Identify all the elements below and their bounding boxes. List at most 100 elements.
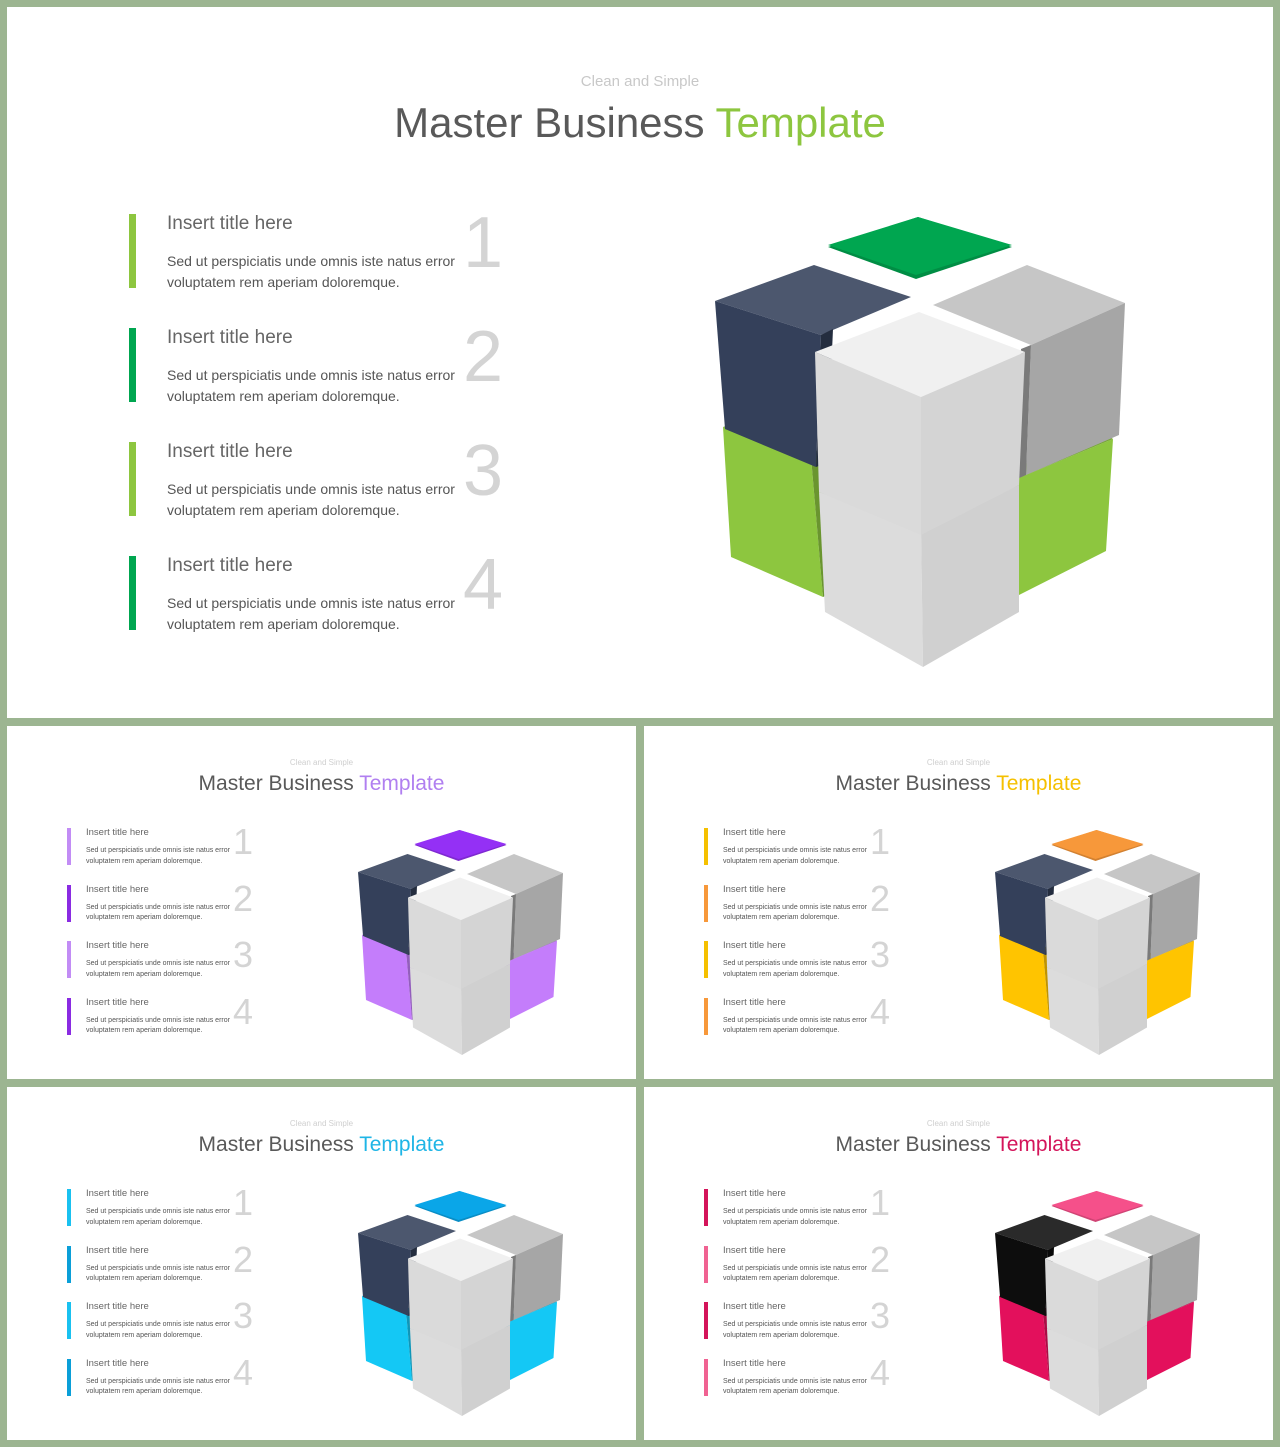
- cube-front-lower-right: [1098, 1325, 1147, 1416]
- accent-bar: [704, 1245, 708, 1283]
- slide-title-main: Master Business: [198, 772, 354, 795]
- cube-front-lower-left: [410, 967, 462, 1055]
- cube-dark-front: [995, 1233, 1048, 1316]
- slide-title-accent: Template: [359, 1133, 445, 1156]
- item-title: Insert title here: [86, 1357, 149, 1369]
- slide-subtitle: Clean and Simple: [926, 1119, 991, 1128]
- item-number: 2: [870, 877, 891, 919]
- item-description: Sed ut perspiciatis unde omnis iste natu…: [723, 847, 867, 865]
- cube-top-tile: [828, 217, 1012, 275]
- cube-front-upper-top: [815, 312, 1025, 397]
- item-description: Sed ut perspiciatis unde omnis iste natu…: [86, 847, 230, 865]
- cube-left-bottom-face: [362, 935, 412, 1020]
- cube-graphic: [358, 1191, 563, 1416]
- item-description: Sed ut perspiciatis unde omnis iste natu…: [86, 1321, 230, 1339]
- slide-title-accent: Template: [359, 772, 445, 795]
- cube-dark-front: [358, 1233, 411, 1316]
- item-number: 3: [463, 431, 504, 511]
- cube-front-upper-top: [408, 1238, 513, 1281]
- cube-graphic: [995, 1191, 1200, 1416]
- item-description: Sed ut perspiciatis unde omnis iste natu…: [167, 253, 455, 290]
- slide-title-main: Master Business: [394, 99, 705, 146]
- item-title: Insert title here: [86, 883, 149, 895]
- cube-gray-top: [467, 1215, 563, 1255]
- accent-bar: [704, 941, 708, 978]
- item-description: Sed ut perspiciatis unde omnis iste natu…: [723, 1321, 867, 1339]
- slide-subtitle: Clean and Simple: [926, 758, 991, 767]
- cube-front-upper-right: [921, 352, 1025, 535]
- accent-bar: [67, 941, 71, 978]
- item-title: Insert title here: [723, 940, 786, 951]
- item-description: Sed ut perspiciatis unde omnis iste natu…: [86, 903, 230, 922]
- item-number: 4: [233, 990, 254, 1032]
- accent-bar: [704, 1189, 708, 1226]
- slide-title-accent: Template: [996, 772, 1082, 795]
- accent-bar: [67, 1302, 71, 1339]
- cube-graphic: [358, 830, 563, 1055]
- cube-dark-top: [358, 1215, 456, 1250]
- item-title: Insert title here: [167, 441, 293, 462]
- cube-front-upper-left: [408, 897, 461, 989]
- item-number: 3: [233, 1295, 254, 1336]
- slide-thumbnail-purple[interactable]: Clean and Simple Master Business Templat…: [7, 726, 636, 1079]
- cube-front-lower-left: [819, 492, 923, 667]
- item-description: Sed ut perspiciatis unde omnis iste natu…: [167, 595, 455, 632]
- item-title: Insert title here: [86, 827, 149, 838]
- cube-top-tile: [1051, 830, 1144, 859]
- cube-front-upper-top: [1045, 877, 1150, 920]
- slide-title-main: Master Business: [835, 1133, 991, 1156]
- cube-front-upper-left: [408, 1258, 461, 1350]
- cube-gray-top: [933, 265, 1125, 345]
- item-description: Sed ut perspiciatis unde omnis iste natu…: [723, 1016, 867, 1035]
- item-title: Insert title here: [723, 1188, 786, 1199]
- list-item: Insert title here Sed ut perspiciatis un…: [129, 549, 519, 669]
- cube-front-lower-right: [921, 485, 1019, 667]
- slide-title: Master Business Template: [644, 772, 1273, 796]
- cube-right-bottom-face: [508, 941, 557, 1019]
- slide-subtitle: Clean and Simple: [289, 1119, 354, 1128]
- slide-subtitle: Clean and Simple: [289, 758, 354, 767]
- cube-front-upper-top: [1045, 1238, 1150, 1281]
- slide-title: Master Business Template: [7, 1133, 636, 1157]
- cube-gray-top: [467, 854, 563, 894]
- cube-gray-front: [1150, 1234, 1200, 1320]
- cube-dark-top: [358, 854, 456, 889]
- main-slide[interactable]: Clean and Simple Master Business Templat…: [7, 7, 1273, 718]
- slide-thumbnail-orange[interactable]: Clean and Simple Master Business Templat…: [644, 726, 1273, 1079]
- slide-title: Master Business Template: [7, 772, 636, 796]
- item-number: 3: [870, 934, 891, 975]
- cube-gray-front: [513, 1234, 563, 1320]
- item-title: Insert title here: [723, 996, 786, 1008]
- item-description: Sed ut perspiciatis unde omnis iste natu…: [723, 1377, 867, 1396]
- item-number: 2: [233, 877, 254, 919]
- cube-left-bottom-face: [999, 1296, 1049, 1381]
- accent-bar: [129, 328, 136, 402]
- cube-front-lower-left: [1047, 967, 1099, 1055]
- item-number: 3: [870, 1295, 891, 1336]
- item-number: 1: [233, 821, 254, 862]
- cube-gray-front: [513, 873, 563, 959]
- cube-left-bottom-face: [999, 935, 1049, 1020]
- cube-left-bottom-face: [723, 427, 823, 597]
- cube-front-upper-right: [1098, 897, 1150, 989]
- accent-bar: [704, 1302, 708, 1339]
- cube-dark-front: [715, 301, 821, 467]
- item-title: Insert title here: [167, 327, 293, 348]
- cube-graphic: [715, 217, 1125, 667]
- slide-thumbnail-blue[interactable]: Clean and Simple Master Business Templat…: [7, 1087, 636, 1440]
- accent-bar: [67, 1245, 71, 1283]
- slide-thumbnail-pink[interactable]: Clean and Simple Master Business Templat…: [644, 1087, 1273, 1440]
- item-number: 2: [463, 317, 504, 397]
- accent-bar: [129, 442, 136, 516]
- accent-bar: [704, 828, 708, 865]
